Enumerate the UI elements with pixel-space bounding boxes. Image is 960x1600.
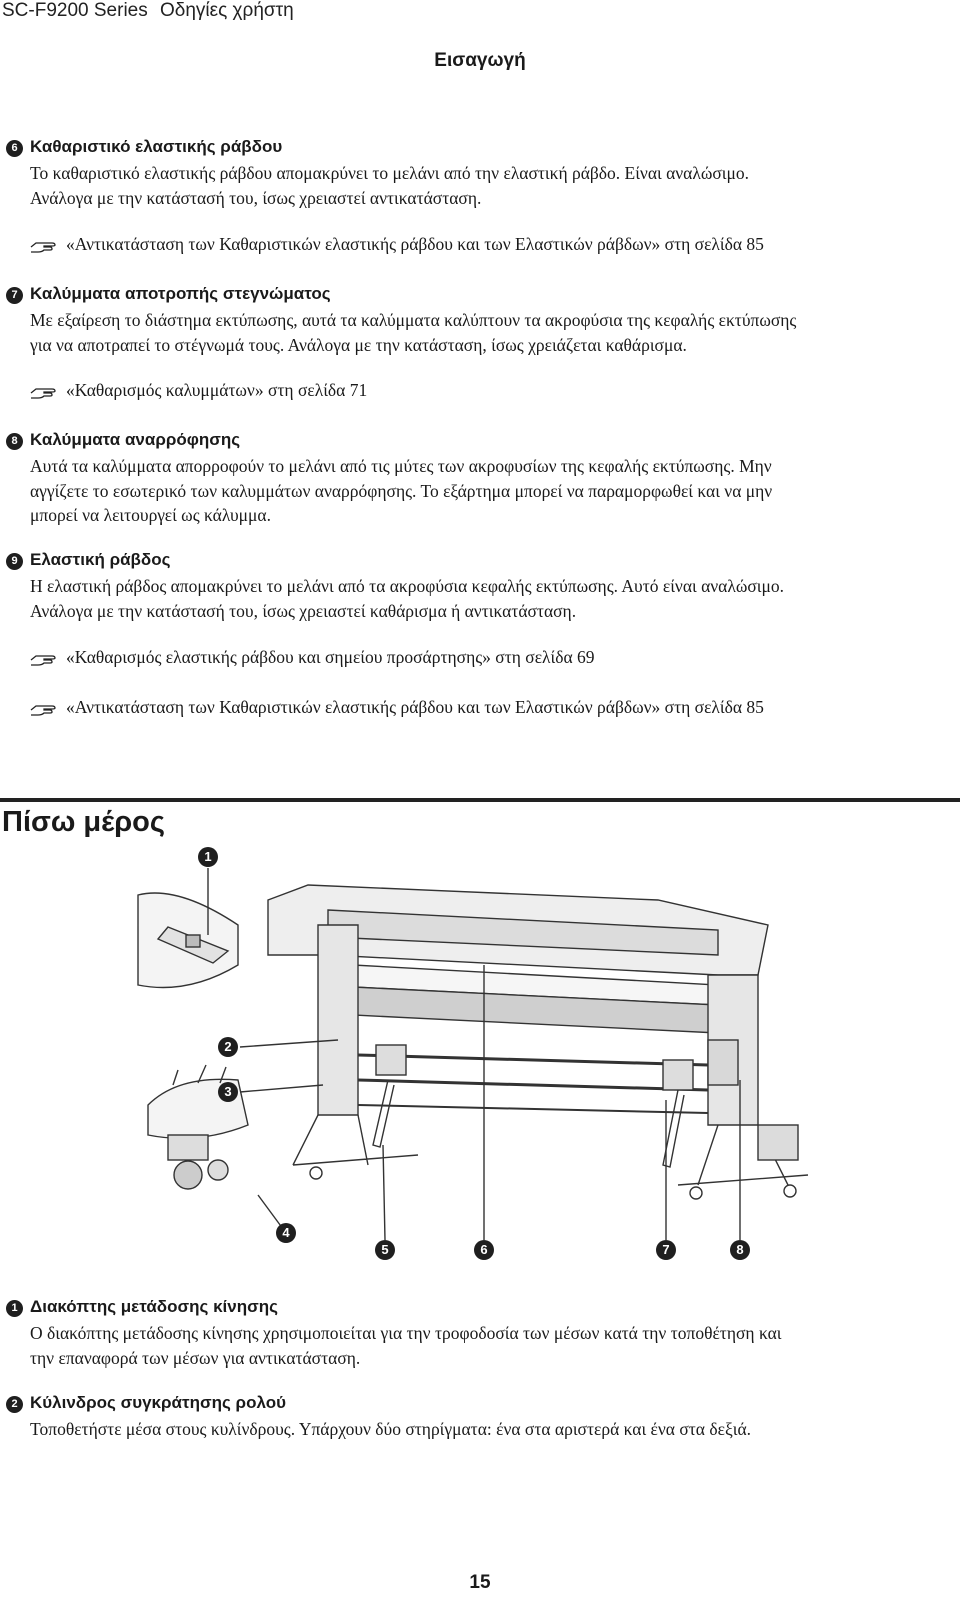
cross-reference-text: «Αντικατάσταση των Καθαριστικών ελαστική… (66, 234, 764, 254)
item-line: την επαναφορά των μέσων για αντικατάστασ… (30, 1347, 361, 1368)
item-line: Ανάλογα με την κατάστασή του, ίσως χρεια… (30, 187, 482, 208)
cross-reference-link[interactable]: «Καθαρισμός ελαστικής ράβδου και σημείου… (30, 647, 595, 668)
figure-callout-8: 8 (730, 1240, 750, 1260)
item-number-badge: 8 (6, 433, 23, 450)
item-title: Ελαστική ράβδος (30, 550, 171, 569)
cross-reference-link[interactable]: «Καθαρισμός καλυμμάτων» στη σελίδα 71 (30, 380, 367, 401)
section-heading: Πίσω μέρος (2, 806, 165, 838)
item-6: 6 Καθαριστικό ελαστικής ράβδου Το καθαρι… (6, 137, 946, 210)
item-line: μπορεί να λειτουργεί ως κάλυμμα. (30, 505, 271, 525)
item-number-badge: 1 (6, 1300, 23, 1317)
item-line: Ανάλογα με την κατάστασή του, ίσως χρεια… (30, 600, 577, 621)
item-number-badge: 6 (6, 140, 23, 157)
pointing-hand-icon (30, 705, 56, 716)
item-line: Αυτά τα καλύμματα απορροφούν το μελάνι α… (30, 456, 772, 476)
item-description: Αυτά τα καλύμματα απορροφούν το μελάνι α… (30, 454, 946, 528)
item-description: Ο διακόπτης μετάδοσης κίνησης χρησιμοποι… (30, 1321, 946, 1370)
printer-rear-illustration: 1 2 3 4 5 6 7 8 (118, 847, 818, 1295)
figure-callout-4: 4 (276, 1223, 296, 1243)
item-line: Τοποθετήστε μέσα στους κυλίνδρους. Υπάρχ… (30, 1419, 752, 1439)
item-1: 1 Διακόπτης μετάδοσης κίνησης Ο διακόπτη… (6, 1297, 946, 1370)
item-number-badge: 9 (6, 553, 23, 570)
pointing-hand-icon (30, 655, 56, 666)
printer-drawing (137, 868, 809, 1241)
figure-callout-3: 3 (218, 1082, 238, 1102)
item-title: Καθαριστικό ελαστικής ράβδου (30, 137, 283, 156)
figure-callout-7: 7 (656, 1240, 676, 1260)
item-description: Με εξαίρεση το διάστημα εκτύπωσης, αυτά … (30, 308, 946, 357)
item-title: Καλύμματα αποτροπής στεγνώματος (30, 284, 331, 303)
item-number-badge: 7 (6, 287, 23, 304)
figure-callout-6: 6 (474, 1240, 494, 1260)
item-title: Διακόπτης μετάδοσης κίνησης (30, 1297, 278, 1316)
item-title: Καλύμματα αναρρόφησης (30, 430, 241, 449)
item-7: 7 Καλύμματα αποτροπής στεγνώματος Με εξα… (6, 284, 946, 357)
cross-reference-text: «Αντικατάσταση των Καθαριστικών ελαστική… (66, 697, 764, 717)
figure-callout-2: 2 (218, 1037, 238, 1057)
item-number-badge: 2 (6, 1396, 23, 1413)
cross-reference-text: «Καθαρισμός καλυμμάτων» στη σελίδα 71 (66, 380, 368, 400)
section-title: Εισαγωγή (434, 50, 526, 71)
item-9: 9 Ελαστική ράβδος Η ελαστική ράβδος απομ… (6, 550, 946, 623)
cross-reference-link[interactable]: «Αντικατάσταση των Καθαριστικών ελαστική… (30, 697, 764, 718)
header-product-name: SC-F9200 Series (2, 0, 148, 21)
item-line: Το καθαριστικό ελαστικής ράβδου απομακρύ… (30, 163, 750, 183)
figure-callout-5: 5 (375, 1240, 395, 1260)
pointing-hand-icon (30, 388, 56, 399)
pointing-hand-icon (30, 242, 56, 253)
item-line: Με εξαίρεση το διάστημα εκτύπωσης, αυτά … (30, 310, 797, 330)
item-description: Τοποθετήστε μέσα στους κυλίνδρους. Υπάρχ… (30, 1417, 946, 1442)
item-line: Ο διακόπτης μετάδοσης κίνησης χρησιμοποι… (30, 1323, 782, 1343)
section-divider (0, 798, 960, 802)
figure-callout-1: 1 (198, 847, 218, 867)
item-line: αγγίζετε το εσωτερικό των καλυμμάτων ανα… (30, 480, 773, 501)
cross-reference-text: «Καθαρισμός ελαστικής ράβδου και σημείου… (66, 647, 595, 667)
item-8: 8 Καλύμματα αναρρόφησης Αυτά τα καλύμματ… (6, 430, 946, 528)
page-number: 15 (469, 1572, 491, 1593)
item-line: Η ελαστική ράβδος απομακρύνει το μελάνι … (30, 576, 784, 596)
cross-reference-link[interactable]: «Αντικατάσταση των Καθαριστικών ελαστική… (30, 234, 764, 255)
item-description: Η ελαστική ράβδος απομακρύνει το μελάνι … (30, 574, 946, 623)
item-line: για να αποτραπεί το στέγνωμά τους. Ανάλο… (30, 334, 687, 355)
item-description: Το καθαριστικό ελαστικής ράβδου απομακρύ… (30, 161, 946, 210)
header-document-title: Οδηγίες χρήστη (160, 0, 294, 21)
item-2: 2 Κύλινδρος συγκράτησης ρολού Τοποθετήστ… (6, 1393, 946, 1442)
item-title: Κύλινδρος συγκράτησης ρολού (30, 1393, 286, 1412)
